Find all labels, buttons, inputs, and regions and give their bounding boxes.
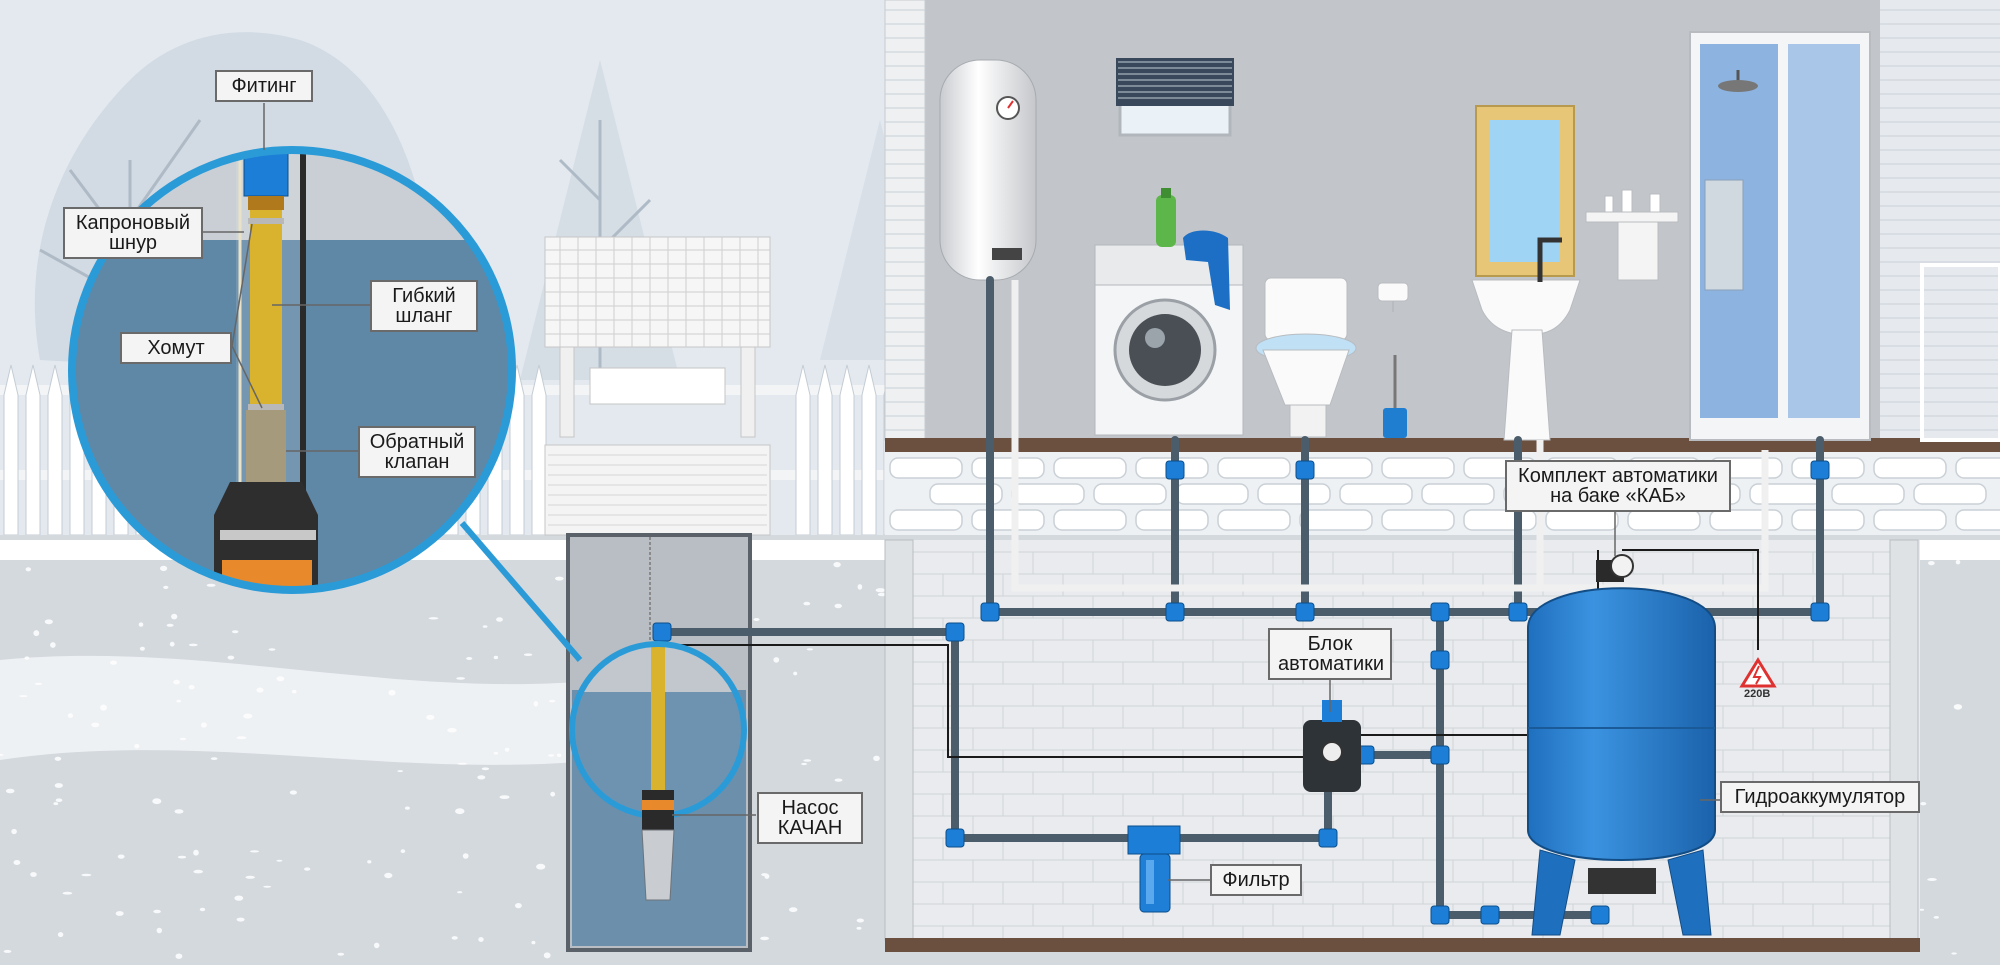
accumulator-label-text: Гидроаккумулятор [1734,786,1906,808]
fitting-part [243,150,289,197]
flexible-hose-line2: шланг [395,305,453,327]
automation-kit-line1: Комплект автоматики [1518,465,1718,487]
automation-block-label: Блок автоматики [1268,628,1392,680]
pump-label: Насос КАЧАН [757,792,863,844]
flexible-hose-label: Гибкий шланг [370,280,478,332]
voltage-label: 220В [1744,688,1771,700]
nylon-cord-label: Капроновый шнур [63,207,203,259]
clamp-top [248,218,284,224]
toilet-icon [1255,277,1357,438]
water-filter [1127,825,1181,913]
nylon-cord-line2: шнур [109,232,157,254]
fitting-label-text: Фитинг [231,75,297,97]
basement-floor [885,938,1920,952]
automation-kit-line2: на баке «КАБ» [1550,485,1686,507]
toilet-brush-icon [1383,355,1407,438]
magnifier-ring [68,146,516,594]
hose-part [250,210,282,405]
pressure-gauge [1610,554,1634,578]
clamp-label: Хомут [120,332,232,364]
check-valve-part [246,410,286,482]
automation-block-device [1303,700,1361,792]
washing-machine-icon [1094,188,1244,436]
basement [885,540,1920,940]
fitting-label: Фитинг [215,70,313,102]
check-valve-line1: Обратный [369,431,465,453]
pump-body [641,790,675,901]
clamp-label-text: Хомут [147,337,205,359]
accumulator-tank [1527,554,1716,936]
shower-cabin-icon [1689,31,1871,441]
porch-railing [1920,263,2000,442]
automation-block-line1: Блок [1307,633,1353,655]
snow-layer [0,655,600,765]
magnifier-connector [459,521,583,662]
shelf-icon [1585,189,1679,281]
check-valve-line2: клапан [384,451,450,473]
pump-label-line1: Насос [781,797,839,819]
pump-detail-small [572,644,744,816]
high-voltage-icon [1739,657,1777,688]
well-house [544,236,771,536]
pump-label-line2: КАЧАН [777,817,843,839]
boiler-icon [939,59,1037,281]
nylon-cord-line1: Капроновый [75,212,191,234]
check-valve-label: Обратный клапан [358,426,476,478]
sink-icon [1471,237,1581,441]
leader-lines [200,103,1720,881]
flexible-hose-line1: Гибкий [392,285,456,307]
mirror-icon [1475,105,1575,277]
window-icon [1116,58,1234,137]
automation-block-line2: автоматики [1278,653,1385,675]
clamp-bottom [248,404,284,410]
filter-label-text: Фильтр [1222,869,1290,891]
automation-kit-label: Комплект автоматики на баке «КАБ» [1505,460,1731,512]
floor-slab [885,438,2000,452]
toilet-paper-icon [1377,282,1409,312]
filter-label: Фильтр [1210,864,1302,896]
accumulator-label: Гидроаккумулятор [1720,781,1920,813]
